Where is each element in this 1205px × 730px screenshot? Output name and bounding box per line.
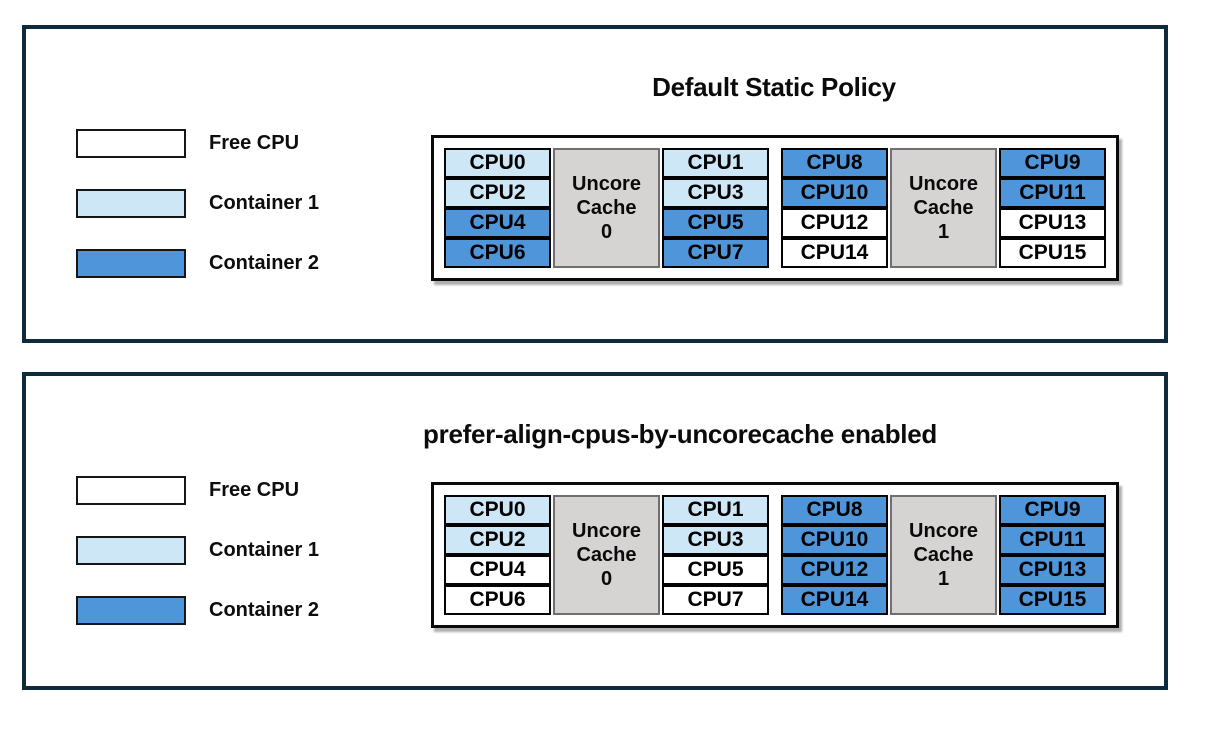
uncore-cache-label-line: Uncore <box>909 173 978 195</box>
uncore-cache-label-line: Cache <box>576 197 637 219</box>
legend: Free CPU Container 1 Container 2 <box>76 129 319 278</box>
cpu-cell-cpu8: CPU8 <box>781 495 888 525</box>
cpu-cell-cpu8: CPU8 <box>781 148 888 178</box>
legend-item: Container 2 <box>76 596 319 625</box>
cpu-cell-cpu0: CPU0 <box>444 148 551 178</box>
panel-title: Default Static Policy <box>652 72 896 102</box>
cpu-cell-cpu2: CPU2 <box>444 178 551 208</box>
legend-swatch-container2 <box>76 596 186 625</box>
cpu-cell-cpu4: CPU4 <box>444 555 551 585</box>
uncore-cache-label-line: 0 <box>600 568 613 590</box>
legend-label: Container 1 <box>209 192 320 214</box>
cpu-cell-cpu10: CPU10 <box>781 525 888 555</box>
cpu-cell-cpu0: CPU0 <box>444 495 551 525</box>
cpu-cell-cpu12: CPU12 <box>781 555 888 585</box>
cpu-cell-cpu10: CPU10 <box>781 178 888 208</box>
cpu-cell-cpu14: CPU14 <box>781 238 888 268</box>
cpu-cell-cpu6: CPU6 <box>444 238 551 268</box>
legend-label: Container 2 <box>209 599 320 621</box>
cpu-cell-cpu13: CPU13 <box>999 208 1106 238</box>
cpu-cell-cpu2: CPU2 <box>444 525 551 555</box>
legend-swatch-free <box>76 129 186 158</box>
cpu-cell-cpu15: CPU15 <box>999 585 1106 615</box>
cpu-cell-cpu15: CPU15 <box>999 238 1106 268</box>
cpu-cell-cpu5: CPU5 <box>662 208 769 238</box>
legend-item: Free CPU <box>76 129 319 158</box>
uncore-cache-label-line: Cache <box>913 544 974 566</box>
cpu-cell-cpu3: CPU3 <box>662 525 769 555</box>
legend-swatch-container1 <box>76 189 186 218</box>
legend-label: Container 2 <box>209 252 320 274</box>
uncore-cache-label-line: Cache <box>576 544 637 566</box>
legend-swatch-container1 <box>76 536 186 565</box>
uncore-cache-label-line: 1 <box>937 221 950 243</box>
panel-title: prefer-align-cpus-by-uncorecache enabled <box>423 419 937 449</box>
cpu-cell-cpu1: CPU1 <box>662 495 769 525</box>
legend-item: Container 1 <box>76 189 319 218</box>
cpu-cell-cpu4: CPU4 <box>444 208 551 238</box>
legend-label: Container 1 <box>209 539 320 561</box>
cpu-cell-cpu9: CPU9 <box>999 148 1106 178</box>
cpu-cell-cpu1: CPU1 <box>662 148 769 178</box>
uncore-cache-label-line: Uncore <box>909 520 978 542</box>
legend-item: Container 2 <box>76 249 319 278</box>
cpu-cell-cpu6: CPU6 <box>444 585 551 615</box>
uncore-cache-label-line: Uncore <box>572 173 641 195</box>
panel-prefer-align-uncorecache-enabled: prefer-align-cpus-by-uncorecache enabled… <box>22 372 1168 690</box>
uncore-cache-label-line: 0 <box>600 221 613 243</box>
cpu-cell-cpu7: CPU7 <box>662 238 769 268</box>
cpu-cell-cpu13: CPU13 <box>999 555 1106 585</box>
cpu-cell-cpu9: CPU9 <box>999 495 1106 525</box>
cpu-cell-cpu11: CPU11 <box>999 178 1106 208</box>
cpu-cell-cpu11: CPU11 <box>999 525 1106 555</box>
cpu-cell-cpu14: CPU14 <box>781 585 888 615</box>
legend-swatch-free <box>76 476 186 505</box>
legend-label: Free CPU <box>209 479 300 501</box>
cpu-cell-cpu5: CPU5 <box>662 555 769 585</box>
uncore-cache-label-line: Uncore <box>572 520 641 542</box>
legend-label: Free CPU <box>209 132 300 154</box>
legend-item: Free CPU <box>76 476 319 505</box>
cpu-cell-cpu3: CPU3 <box>662 178 769 208</box>
uncore-cache-label-line: Cache <box>913 197 974 219</box>
legend-item: Container 1 <box>76 536 319 565</box>
legend: Free CPU Container 1 Container 2 <box>76 476 319 625</box>
cpu-cell-cpu12: CPU12 <box>781 208 888 238</box>
panel-default-static-policy: Default Static Policy Free CPU Container … <box>22 25 1168 343</box>
cpu-cell-cpu7: CPU7 <box>662 585 769 615</box>
legend-swatch-container2 <box>76 249 186 278</box>
uncore-cache-label-line: 1 <box>937 568 950 590</box>
